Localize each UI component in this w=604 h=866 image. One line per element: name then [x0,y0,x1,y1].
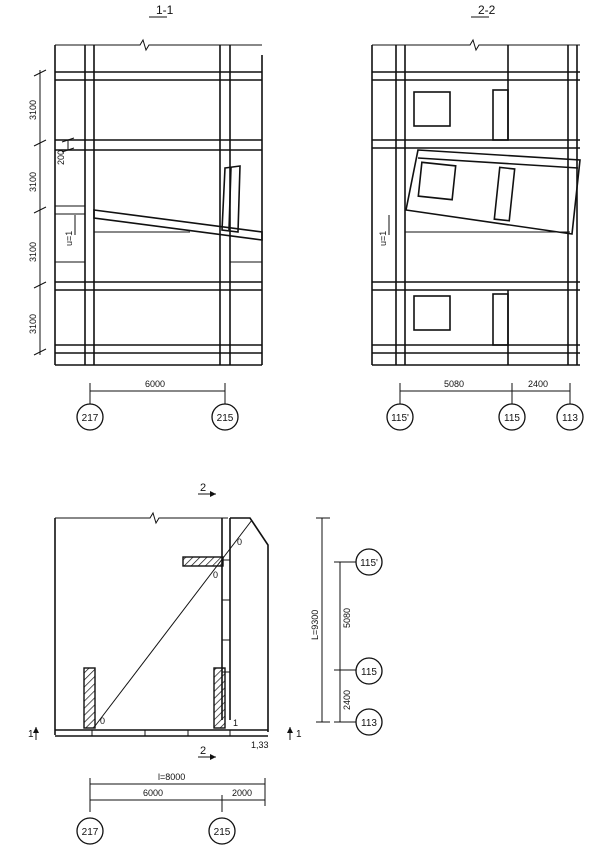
floor-slabs [55,71,262,366]
cut-mark-1-left: 1 [28,727,39,740]
collapsed-block [405,149,581,235]
axis-bubble-113-plan: 113 [355,708,383,736]
hatched-column-215 [213,667,226,729]
door [492,293,509,346]
horizontal-dimension: 5080 2400 [399,379,571,398]
section-2-2: 2-2 [371,3,584,431]
plan-horizontal-dimensions: l=8000 6000 2000 [89,772,266,812]
floor-slabs [372,71,580,366]
dim-3100-a: 3100 [28,100,38,120]
dim-L9300: L=9300 [310,610,320,640]
svg-text:115': 115' [360,558,378,569]
dim-3100-d: 3100 [28,314,38,334]
svg-text:2: 2 [200,482,206,494]
door [492,89,509,141]
svg-text:1: 1 [28,729,34,740]
svg-text:215: 215 [214,827,231,838]
axis-bubble-115p: 115' [386,398,414,431]
axis-bubble-215: 215 [211,398,239,431]
axis-bubble-217: 217 [76,398,104,431]
cut-mark-2-top: 2 [198,482,216,497]
hatched-column-217 [83,667,96,729]
axis-bubble-115: 115 [498,398,526,431]
window [413,91,451,127]
svg-text:1: 1 [296,729,302,740]
axis-bubble-115p-plan: 115' [355,548,383,576]
right-wall-segments [222,559,230,673]
svg-text:115: 115 [504,413,520,424]
dim-3100-c: 3100 [28,242,38,262]
dim-2400: 2400 [342,690,352,710]
svg-text:113: 113 [361,718,377,729]
point-zero-c: 0 [237,537,242,547]
dim-2400: 2400 [528,379,548,389]
horizontal-dimension: 6000 [89,379,226,398]
point-one: 1 [233,718,238,728]
cut-mark-1-right: 1 [287,727,302,740]
section-2-2-title: 2-2 [478,3,496,17]
dim-2000: 2000 [232,788,252,798]
dim-5080: 5080 [342,608,352,628]
break-line [55,38,262,52]
dim-u1: u=1 [64,231,74,246]
axis-bubble-113: 113 [556,398,584,431]
plan-right-outline [230,517,269,732]
svg-text:215: 215 [217,413,234,424]
dim-3100-b: 3100 [28,172,38,192]
axis-bubble-217-plan: 217 [76,817,104,845]
svg-text:113: 113 [562,413,578,424]
dim-5080: 5080 [444,379,464,389]
corner-label: 1,33 [251,740,269,750]
axis-bubble-215-plan: 215 [208,817,236,845]
axis-bubble-115-plan: 115 [355,657,383,685]
dim-6000: 6000 [145,379,165,389]
collapsed-slab [55,149,263,263]
plan-view: 2 [28,482,383,845]
svg-text:2: 2 [200,745,206,757]
break-line [372,38,580,52]
rotation-diagonal [94,519,253,727]
plan-vertical-dimensions: L=9300 5080 2400 [310,517,360,723]
dim-u1: u=1 [378,231,388,246]
svg-text:115': 115' [391,413,409,424]
window [413,295,451,331]
vertical-dimensions: 3100 3100 3100 3100 200 u=1 [28,69,76,356]
point-zero-b: 0 [213,570,218,580]
dim-l8000: l=8000 [158,772,185,782]
cut-mark-2-bottom: 2 [198,745,216,760]
bottom-wall-segments [91,730,231,736]
hatched-beam [182,556,224,567]
dim-200: 200 [56,150,66,165]
section-1-1: 1-1 [28,3,263,431]
point-zero-a: 0 [100,716,105,726]
dim-6000: 6000 [143,788,163,798]
svg-text:115: 115 [361,667,377,678]
plan-break-line [55,511,228,525]
section-1-1-title: 1-1 [156,3,174,17]
svg-text:217: 217 [82,413,99,424]
svg-text:217: 217 [82,827,99,838]
